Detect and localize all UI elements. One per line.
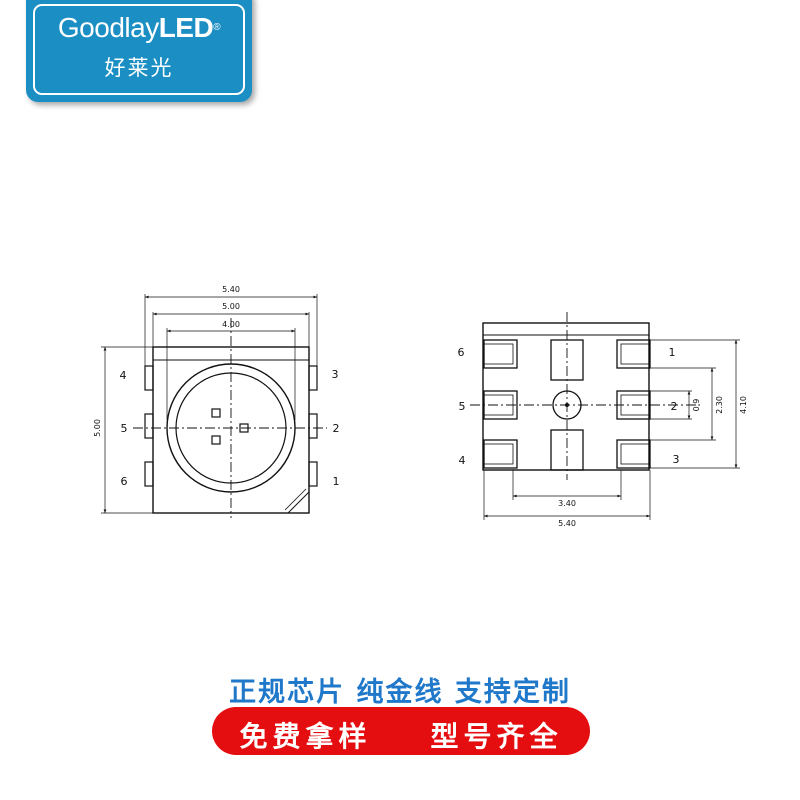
logo-brand-bold: LED [158,12,214,43]
bottom-pad-6-inner [483,343,514,365]
dim-label-500-left: 5.00 [93,419,102,437]
front-lead-2 [308,413,318,439]
logo-frame [33,4,245,95]
dim-label-09: 0.9 [692,399,701,412]
bottom-pad-3-inner [620,443,651,465]
dim-label-340: 3.40 [558,499,576,508]
dim-label-400: 4.00 [222,320,240,329]
bottom-pin-label-4: 4 [459,454,466,467]
brand-logo: GoodlayLED® 好莱光 [26,0,252,102]
bottom-pin-label-6: 6 [458,346,465,359]
front-lead-1 [308,461,318,487]
front-pin-label-1: 1 [333,475,340,488]
dim-label-410: 4.10 [739,396,748,414]
bottom-pin-label-5: 5 [459,400,466,413]
front-pin-label-2: 2 [333,422,340,435]
front-pin-label-4: 4 [120,369,127,382]
front-pin-label-5: 5 [121,422,128,435]
bottom-pad-4-inner [483,443,514,465]
promo-banner-text: 免费拿样 型号齐全 [239,720,563,753]
front-lead-4 [144,365,154,391]
logo-chinese-name: 好莱光 [104,56,174,80]
feature-tagline: 正规芯片 纯金线 支持定制 [229,677,571,708]
logo-brand-text: GoodlayLED® [26,12,252,44]
front-lead-6 [144,461,154,487]
bottom-pin-label-1: 1 [669,346,676,359]
bottom-view: 3.40 5.40 0.9 2.30 4.10 6 5 4 1 2 3 [458,312,748,528]
bottom-pin-label-2: 2 [671,400,678,413]
bottom-pad-1-inner [620,343,651,365]
logo-brand-main: Goodlay [57,12,159,43]
dim-label-540: 5.40 [222,285,240,294]
front-die-3 [211,435,221,445]
logo-registered-mark: ® [213,22,221,33]
front-view: 5.40 5.00 4.00 5.00 4 5 6 3 2 1 [93,285,340,518]
dim-label-230: 2.30 [715,396,724,414]
dim-label-540b: 5.40 [558,519,576,528]
front-pin-label-6: 6 [121,475,128,488]
front-pin-label-3: 3 [332,368,339,381]
bottom-pin-label-3: 3 [673,453,680,466]
bottom-body [482,322,650,471]
front-chamfer-inner [284,488,307,511]
promo-banner: 免费拿样 型号齐全 [212,707,590,755]
front-die-1 [211,408,221,418]
front-lead-3 [308,365,318,391]
dim-label-500-top: 5.00 [222,302,240,311]
front-chamfer [287,491,310,514]
front-lead-5 [144,413,154,439]
